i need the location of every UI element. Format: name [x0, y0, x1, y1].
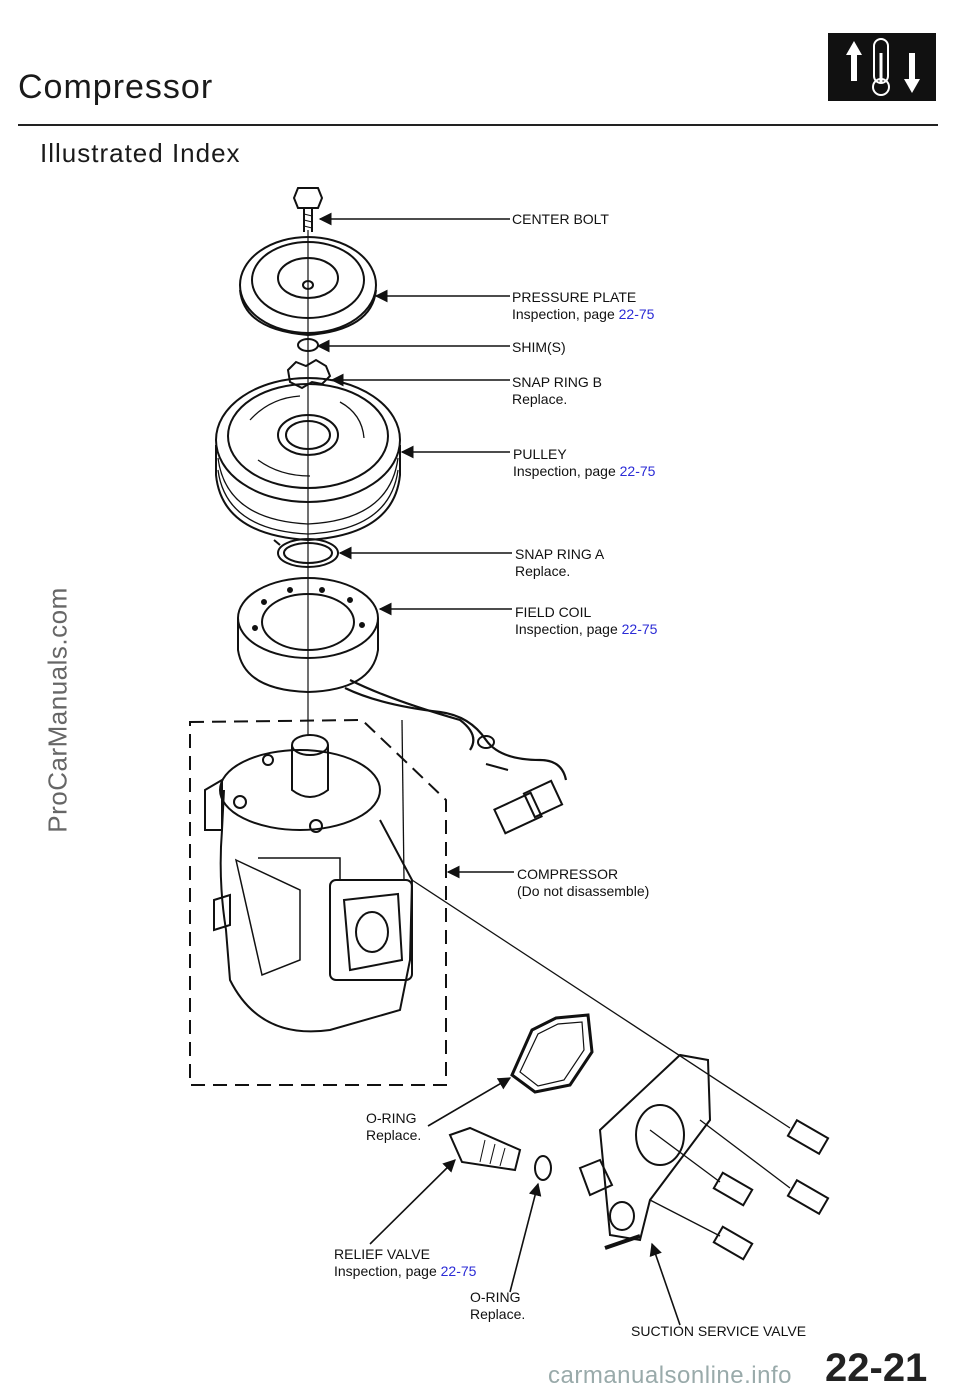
snap-ring-a-part [273, 538, 339, 568]
center-bolt-part [292, 187, 324, 232]
page-subtitle: Illustrated Index [40, 138, 241, 168]
label-field-coil: FIELD COIL Inspection, page 22-75 [515, 604, 658, 637]
suction-service-valve-part [578, 1053, 712, 1250]
thermometer-arrows-icon [828, 33, 936, 101]
page-title: Compressor [18, 68, 214, 106]
label-o-ring-gasket: O-RING Replace. [366, 1110, 422, 1143]
small-o-ring-part [534, 1155, 552, 1181]
label-shims: SHIM(S) [512, 339, 566, 355]
label-pulley: PULLEY Inspection, page 22-75 [513, 446, 656, 479]
label-snap-ring-b: SNAP RING B Replace. [512, 374, 602, 407]
label-snap-ring-a: SNAP RING A Replace. [515, 546, 605, 579]
pressure-plate-page-link[interactable]: 22-75 [618, 306, 655, 322]
field-coil-page-link[interactable]: 22-75 [621, 621, 658, 637]
label-compressor: COMPRESSOR (Do not disassemble) [517, 866, 650, 899]
label-center-bolt: CENTER BOLT [512, 211, 609, 227]
title-rule [18, 124, 938, 126]
label-o-ring-small: O-RING Replace. [470, 1289, 526, 1322]
page-number: 22-21 [825, 1346, 928, 1390]
label-suction-service-valve: SUCTION SERVICE VALVE [631, 1323, 807, 1339]
o-ring-gasket-part [510, 1013, 594, 1094]
label-relief-valve: RELIEF VALVE Inspection, page 22-75 [334, 1246, 477, 1279]
relief-valve-page-link[interactable]: 22-75 [440, 1263, 477, 1279]
snap-ring-b-part [286, 358, 332, 390]
compressor-part [204, 719, 414, 1033]
relief-valve-part [448, 1126, 522, 1172]
label-pressure-plate: PRESSURE PLATE Inspection, page 22-75 [512, 289, 655, 322]
pressure-plate-part [239, 236, 377, 337]
pulley-page-link[interactable]: 22-75 [619, 463, 656, 479]
bolts-part [712, 1118, 830, 1261]
field-coil-part [237, 577, 379, 694]
footer-site: carmanualsonline.info [548, 1362, 792, 1389]
